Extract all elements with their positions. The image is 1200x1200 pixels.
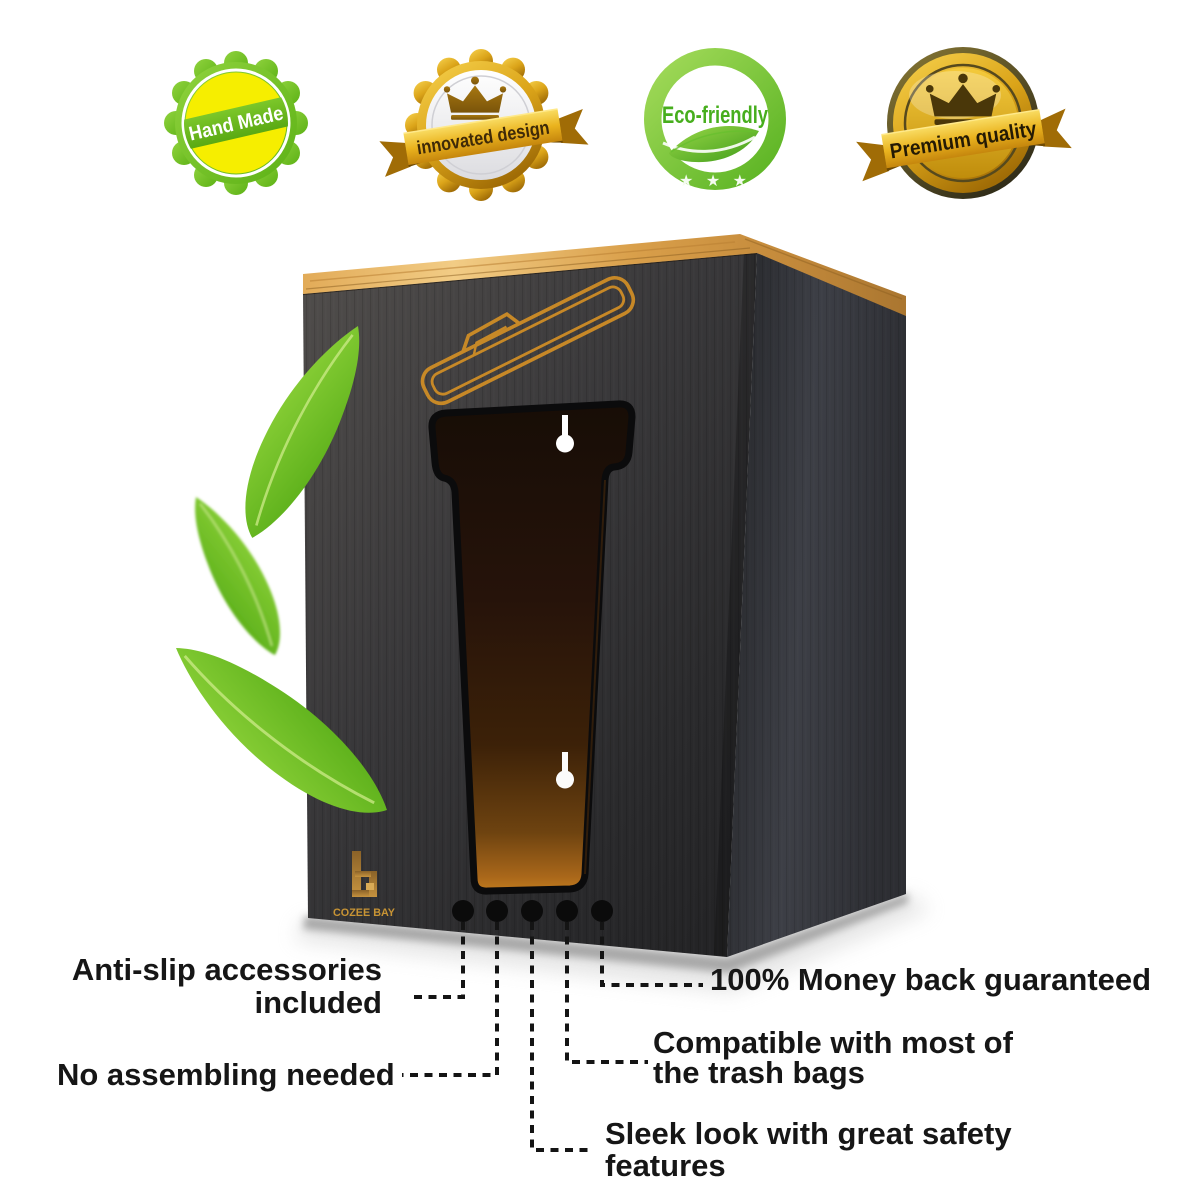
callout-dot [521, 900, 543, 922]
callout-dot [591, 900, 613, 922]
callout-line: included [254, 985, 382, 1020]
callout-line: Anti-slip accessories [71, 952, 382, 987]
badge-premium-quality: Premium quality [856, 47, 1072, 199]
callout-money-back: 100% Money back guaranteed [710, 963, 1151, 996]
leaf-swoosh-icon [662, 126, 759, 163]
badge-innovated-design: innovated design [379, 49, 589, 201]
callout-no-assembling: No assembling needed [57, 1058, 395, 1091]
callout-leader-lines [402, 922, 703, 1152]
keyhole-icon [556, 752, 574, 789]
callout-markers [452, 900, 613, 922]
bamboo-lid [303, 234, 906, 316]
brand-logo: COZEE BAY [333, 851, 396, 919]
badge-eco-friendly: Eco-friendly ★ ★ ★ [644, 48, 786, 190]
crown-icon [443, 76, 507, 120]
callout-anti-slip: Anti-slip accessories included [72, 953, 382, 1019]
callout-line: Sleek look with great safety [605, 1116, 1012, 1151]
callout-line: the trash bags [653, 1055, 865, 1090]
callout-dot [556, 900, 578, 922]
callout-line: Compatible with most of [653, 1025, 1013, 1060]
badge-stars: ★ ★ ★ [679, 173, 751, 190]
brand-logo-mark [352, 851, 377, 897]
badge-label: Eco-friendly [662, 102, 768, 129]
callout-compatible: Compatible with most of the trash bags [653, 1025, 1013, 1090]
trash-bag-engraving-icon [420, 276, 636, 406]
dispenser-box: COZEE BAY [302, 234, 906, 957]
box-shadow [295, 893, 930, 992]
keyhole-icon [556, 415, 574, 453]
badge-hand-made: Hand Made [164, 51, 308, 195]
callout-line: No assembling needed [57, 1057, 395, 1092]
callout-line: 100% Money back guaranteed [710, 962, 1152, 997]
callout-dot [452, 900, 474, 922]
callout-dot [486, 900, 508, 922]
callout-line: features [605, 1148, 726, 1183]
brand-logo-text: COZEE BAY [333, 907, 396, 919]
callout-sleek: Sleek look with great safety features [605, 1118, 1012, 1182]
